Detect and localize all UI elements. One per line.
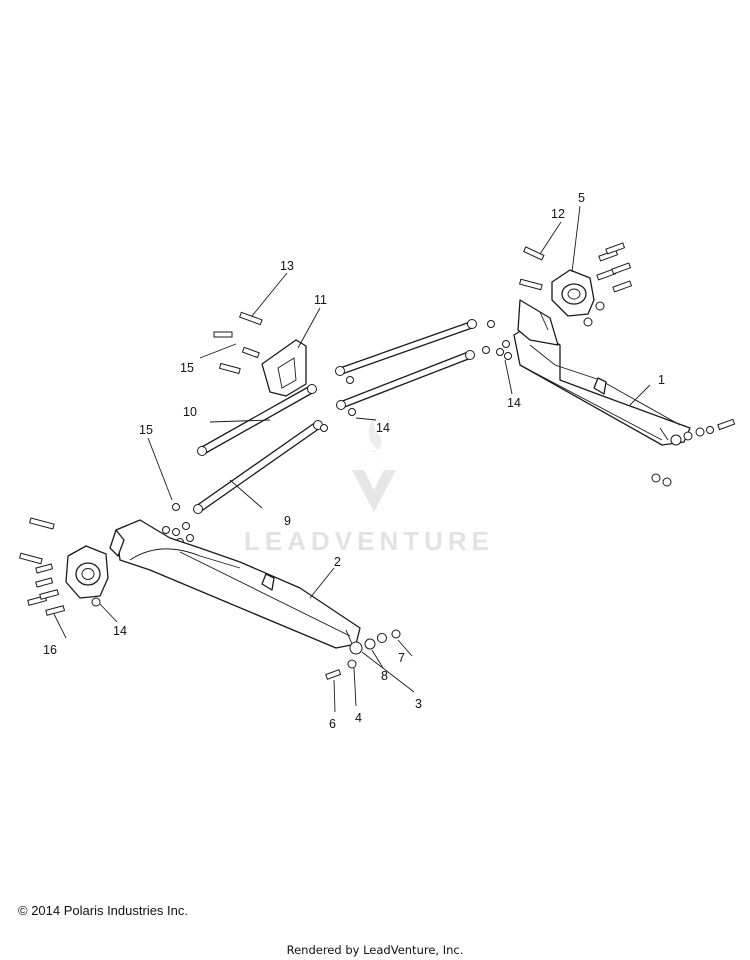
knuckle-right bbox=[551, 269, 595, 317]
callout-12: 12 bbox=[551, 207, 565, 221]
leader-lines bbox=[53, 205, 651, 713]
radius-rod-upper-right bbox=[335, 319, 477, 376]
callout-15-lower: 15 bbox=[139, 423, 153, 437]
trailing-arm-right bbox=[513, 299, 691, 446]
hardware-bracket bbox=[162, 311, 263, 546]
knuckle-left bbox=[65, 545, 109, 599]
callout-3: 3 bbox=[415, 697, 422, 711]
trailing-arm-left bbox=[109, 519, 361, 649]
callout-8: 8 bbox=[381, 669, 388, 683]
hardware-left bbox=[18, 517, 401, 680]
callout-14-center: 14 bbox=[376, 421, 390, 435]
callout-9: 9 bbox=[284, 514, 291, 528]
callout-2: 2 bbox=[334, 555, 341, 569]
callout-14-right: 14 bbox=[507, 396, 521, 410]
callout-15-upper: 15 bbox=[180, 361, 194, 375]
callout-4: 4 bbox=[355, 711, 362, 725]
radius-rod-lower-right bbox=[336, 350, 475, 416]
watermark-text: LEADVENTURE bbox=[244, 526, 494, 556]
rendered-by-text: Rendered by LeadVenture, Inc. bbox=[286, 943, 464, 957]
callout-7: 7 bbox=[398, 651, 405, 665]
callout-14-left: 14 bbox=[113, 624, 127, 638]
watermark: LEADVENTURE bbox=[244, 418, 494, 556]
callout-16: 16 bbox=[43, 643, 57, 657]
copyright-text: © 2014 Polaris Industries Inc. bbox=[18, 903, 188, 918]
callout-11: 11 bbox=[314, 293, 327, 307]
leadventure-logo-icon bbox=[352, 418, 396, 512]
callout-6: 6 bbox=[329, 717, 336, 731]
radius-rod-9 bbox=[193, 420, 328, 514]
callout-10: 10 bbox=[183, 405, 197, 419]
hardware-right bbox=[482, 242, 736, 487]
callout-13: 13 bbox=[280, 259, 294, 273]
mounting-bracket bbox=[261, 339, 307, 397]
callout-5: 5 bbox=[578, 191, 585, 205]
callouts: 5 12 13 11 15 1 14 10 14 15 9 2 14 16 7 … bbox=[43, 191, 665, 731]
callout-1: 1 bbox=[658, 373, 665, 387]
